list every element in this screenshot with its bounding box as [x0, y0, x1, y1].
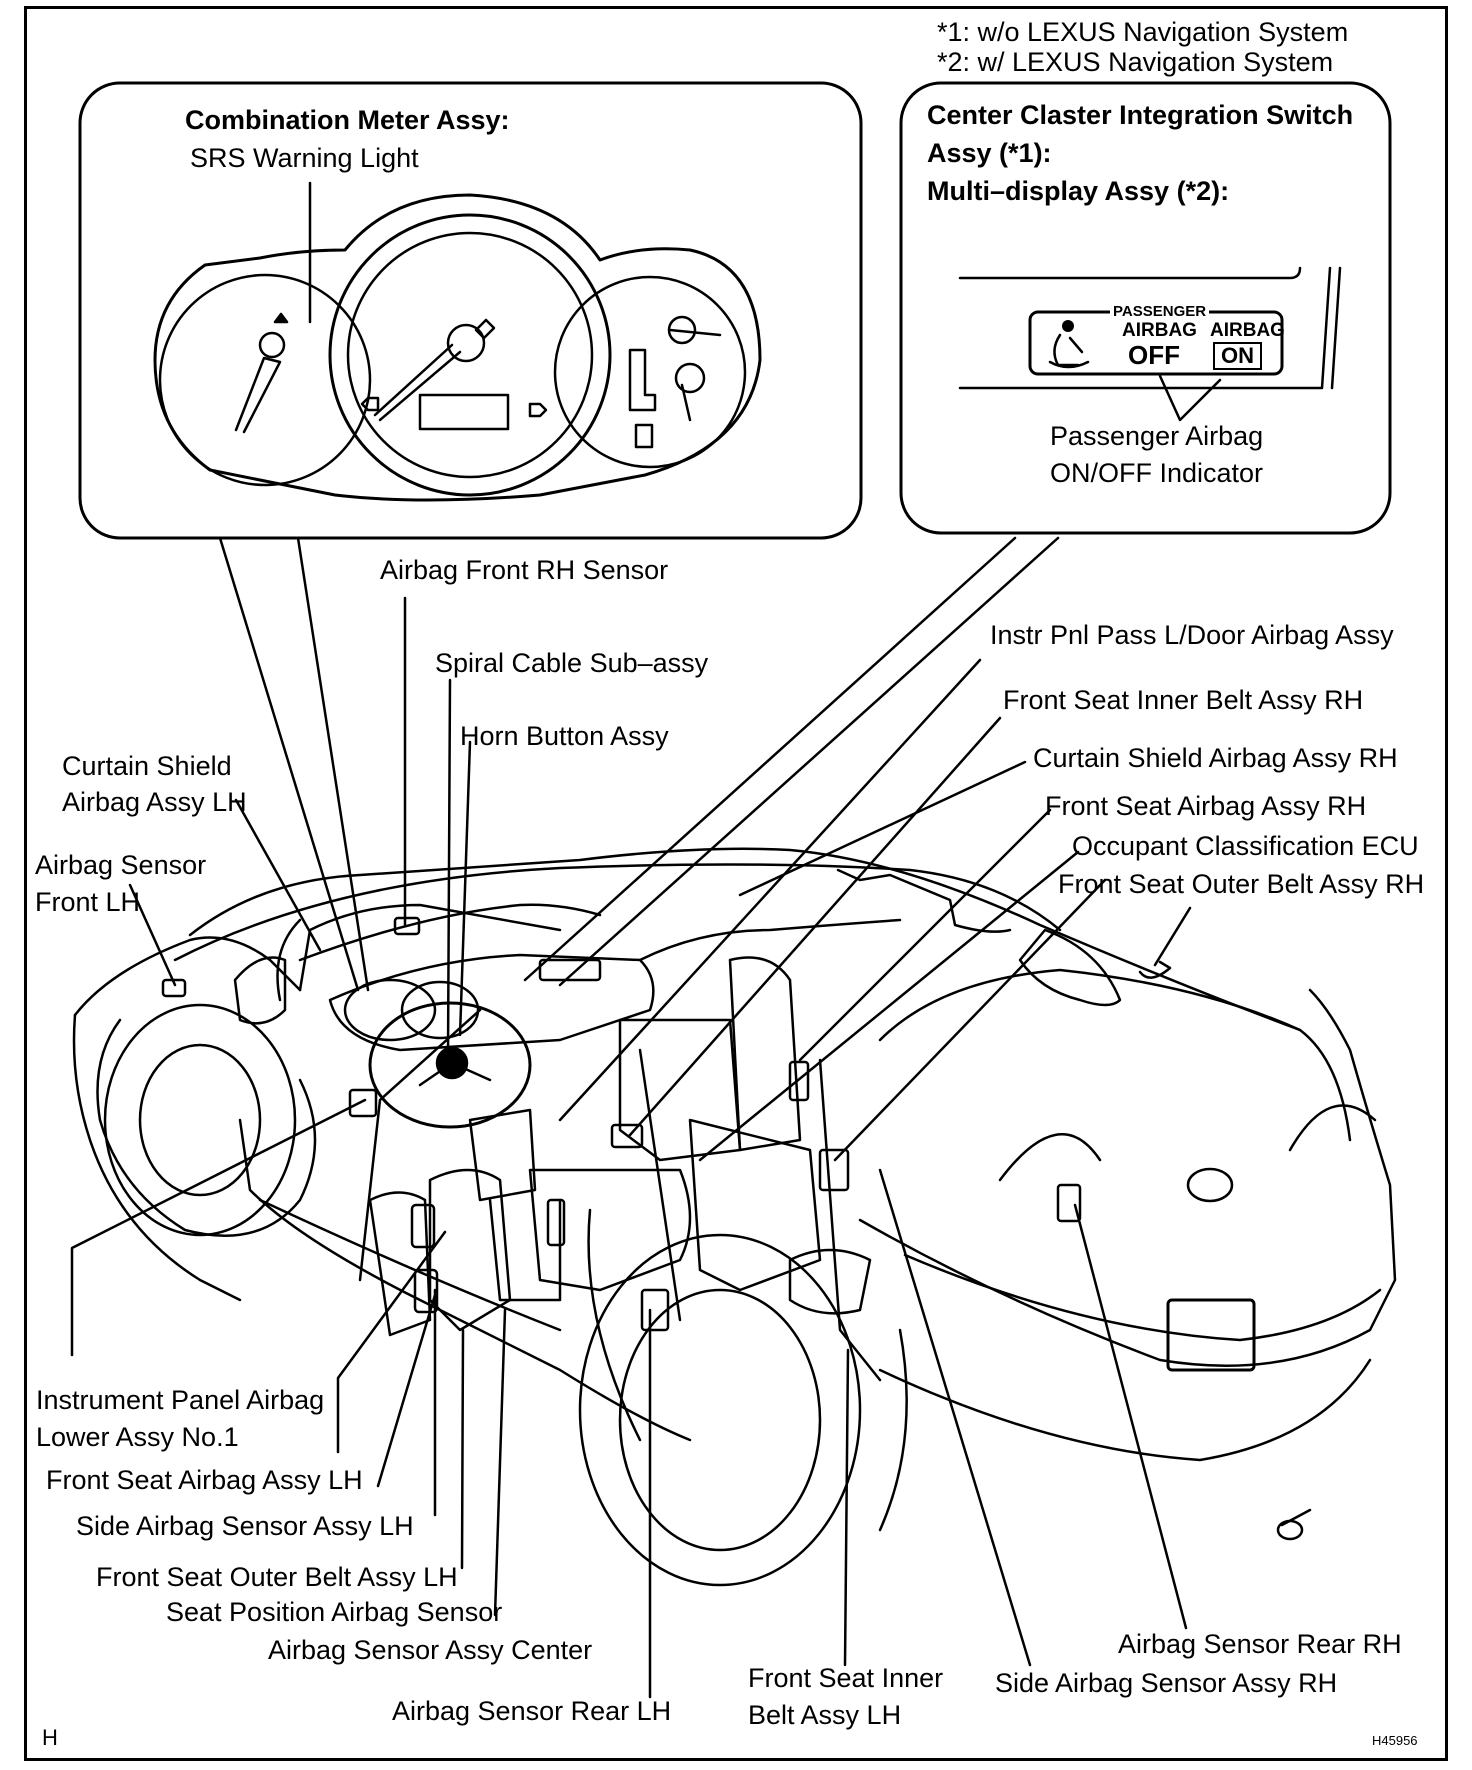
- indicator-leader: [1158, 374, 1222, 422]
- label-instr-pnl-pass: Instr Pnl Pass L/Door Airbag Assy: [990, 620, 1394, 650]
- indicator-passenger-text: PASSENGER: [1110, 303, 1210, 320]
- meter-callout-box: [78, 81, 863, 540]
- label-airbag-front-rh-sensor: Airbag Front RH Sensor: [380, 555, 669, 585]
- display-box-title-line1: Center Claster Integration Switch: [927, 100, 1354, 130]
- label-front-seat-airbag-rh: Front Seat Airbag Assy RH: [1045, 791, 1367, 821]
- label-airbag-sensor-rear-lh: Airbag Sensor Rear LH: [392, 1696, 672, 1726]
- label-front-seat-airbag-lh: Front Seat Airbag Assy LH: [46, 1465, 363, 1495]
- combination-meter-drawing: [153, 193, 762, 502]
- label-curtain-shield-lh-line2: Airbag Assy LH: [62, 787, 247, 817]
- display-box-title-line3: Multi–display Assy (*2):: [927, 176, 1230, 206]
- figure-frame: [24, 6, 1448, 1761]
- label-airbag-sensor-rear-rh: Airbag Sensor Rear RH: [1118, 1629, 1402, 1659]
- label-occupant-classification-ecu: Occupant Classification ECU: [1072, 831, 1419, 861]
- label-ip-airbag-lower-line1: Instrument Panel Airbag: [36, 1385, 325, 1415]
- label-airbag-sensor-front-lh-line1: Airbag Sensor: [35, 850, 207, 880]
- label-ip-airbag-lower-line2: Lower Assy No.1: [36, 1422, 239, 1452]
- label-side-airbag-sensor-rh: Side Airbag Sensor Assy RH: [995, 1668, 1338, 1698]
- label-airbag-sensor-front-lh-line2: Front LH: [35, 887, 141, 917]
- note-with-navigation: *2: w/ LEXUS Navigation System: [937, 47, 1334, 77]
- indicator-on-text: ON: [1213, 342, 1262, 370]
- indicator-caption-line2: ON/OFF Indicator: [1050, 458, 1264, 488]
- meter-box-title: Combination Meter Assy:: [185, 105, 510, 135]
- display-box-title-line2: Assy (*1):: [927, 138, 1052, 168]
- indicator-airbag-off-top: AIRBAG: [1122, 320, 1197, 341]
- label-front-seat-outer-belt-rh: Front Seat Outer Belt Assy RH: [1058, 869, 1425, 899]
- label-curtain-shield-rh: Curtain Shield Airbag Assy RH: [1033, 743, 1398, 773]
- label-horn-button: Horn Button Assy: [460, 721, 669, 751]
- label-curtain-shield-lh-line1: Curtain Shield: [62, 751, 232, 781]
- note-without-navigation: *1: w/o LEXUS Navigation System: [937, 17, 1349, 47]
- indicator-airbag-on-top: AIRBAG: [1210, 320, 1285, 341]
- leader-lines: [70, 181, 1188, 1699]
- srs-warning-light-label: SRS Warning Light: [190, 143, 419, 173]
- label-airbag-sensor-center: Airbag Sensor Assy Center: [268, 1635, 593, 1665]
- vehicle-drawing: [72, 847, 1397, 1587]
- label-seat-position-sensor: Seat Position Airbag Sensor: [166, 1597, 503, 1627]
- label-side-airbag-sensor-lh: Side Airbag Sensor Assy LH: [76, 1511, 414, 1541]
- display-callout-box: [899, 81, 1392, 535]
- indicator-caption-line1: Passenger Airbag: [1050, 421, 1264, 451]
- label-front-seat-inner-belt-lh-line1: Front Seat Inner: [748, 1663, 944, 1693]
- label-spiral-cable: Spiral Cable Sub–assy: [435, 648, 709, 678]
- indicator-off-text: OFF: [1128, 340, 1180, 370]
- label-front-seat-inner-belt-rh: Front Seat Inner Belt Assy RH: [1003, 685, 1364, 715]
- label-front-seat-outer-belt-lh: Front Seat Outer Belt Assy LH: [96, 1562, 458, 1592]
- label-front-seat-inner-belt-lh-line2: Belt Assy LH: [748, 1700, 902, 1730]
- figure-id: H45956: [1372, 1733, 1418, 1748]
- corner-letter: H: [42, 1725, 58, 1750]
